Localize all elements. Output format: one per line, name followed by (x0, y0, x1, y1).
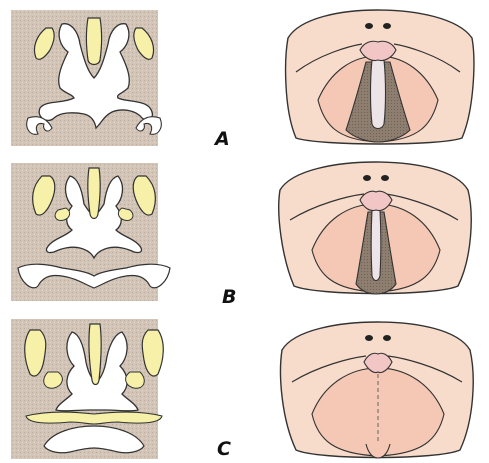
panel-label-c: C (217, 440, 231, 459)
oral-view-a (286, 10, 474, 144)
turbinate-left (44, 372, 63, 388)
nostril-left (365, 23, 373, 29)
nasal-septum (89, 324, 101, 385)
nasal-septum (87, 18, 102, 65)
nostril-right (383, 23, 391, 29)
panel-label-a: A (215, 130, 230, 149)
nostril-left (363, 175, 371, 181)
coronal-section-a (11, 10, 161, 146)
turbinate-right (126, 372, 145, 388)
nasal-septum (88, 168, 100, 219)
oral-view-c (281, 322, 474, 458)
panel-label-b: B (222, 288, 236, 307)
vomer (371, 60, 386, 129)
nostril-right (383, 335, 391, 341)
nostril-left (365, 335, 373, 341)
vomer (371, 210, 381, 281)
oral-view-b (279, 162, 471, 294)
coronal-section-b (11, 163, 170, 301)
nostril-right (381, 175, 389, 181)
coronal-section-c (11, 319, 163, 459)
hard-palate-shelf (26, 412, 162, 424)
